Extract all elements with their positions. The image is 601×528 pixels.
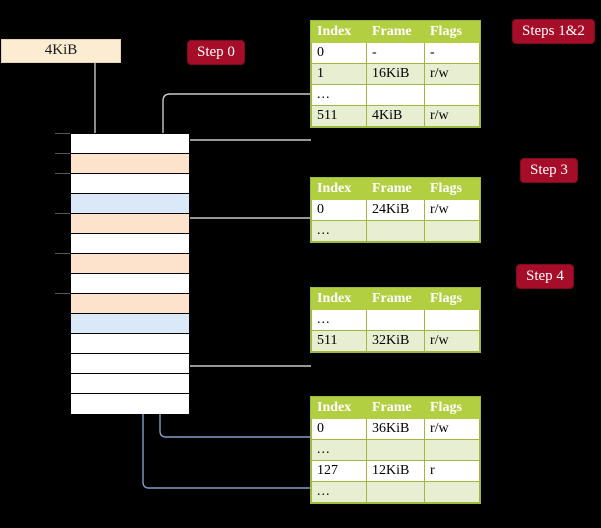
request-size-box: 4KiB bbox=[1, 39, 121, 63]
frame-tick bbox=[55, 253, 70, 254]
level2-page-table: Index Frame Flags ... 511 32KiB r/w bbox=[311, 288, 480, 352]
cell-index: ... bbox=[311, 481, 367, 503]
steps-1-2-label: Steps 1&2 bbox=[513, 20, 594, 43]
frame-tick bbox=[55, 173, 70, 174]
cell-flags bbox=[424, 309, 480, 331]
physical-memory-column bbox=[70, 133, 190, 414]
frame-tick bbox=[55, 293, 70, 294]
memory-frame-6 bbox=[71, 254, 189, 274]
table-row: 0 36KiB r/w bbox=[311, 418, 480, 440]
memory-frame-2 bbox=[71, 174, 189, 194]
memory-frame-4 bbox=[71, 214, 189, 234]
table-header-row: Index Frame Flags bbox=[311, 178, 480, 200]
cell-frame: - bbox=[366, 42, 425, 64]
step-4-label: Step 4 bbox=[517, 265, 573, 288]
cell-flags: r/w bbox=[424, 105, 480, 127]
cell-flags bbox=[424, 439, 480, 461]
column-header-flags: Flags bbox=[424, 21, 480, 43]
table-row: ... bbox=[311, 84, 480, 106]
cell-flags bbox=[424, 84, 480, 106]
column-header-flags: Flags bbox=[424, 397, 480, 419]
cell-frame bbox=[366, 309, 425, 331]
column-header-flags: Flags bbox=[424, 178, 480, 200]
memory-frame-0 bbox=[71, 134, 189, 154]
cell-flags: r/w bbox=[424, 330, 480, 352]
cell-flags bbox=[424, 220, 480, 242]
level4-page-table: Index Frame Flags 0 - - 1 16KiB r/w ... … bbox=[311, 21, 480, 127]
cell-frame: 12KiB bbox=[366, 460, 425, 482]
cell-frame: 16KiB bbox=[366, 63, 425, 85]
cell-flags: - bbox=[424, 42, 480, 64]
cell-frame bbox=[366, 84, 425, 106]
table-row: ... bbox=[311, 481, 480, 503]
column-header-index: Index bbox=[311, 397, 367, 419]
table-row: 1 16KiB r/w bbox=[311, 63, 480, 85]
cell-index: 511 bbox=[311, 105, 367, 127]
column-header-frame: Frame bbox=[366, 288, 425, 310]
cell-index: 511 bbox=[311, 330, 367, 352]
cell-flags: r bbox=[424, 460, 480, 482]
table-header-row: Index Frame Flags bbox=[311, 21, 480, 43]
cell-frame: 4KiB bbox=[366, 105, 425, 127]
cell-index: ... bbox=[311, 220, 367, 242]
table-header-row: Index Frame Flags bbox=[311, 397, 480, 419]
column-header-frame: Frame bbox=[366, 21, 425, 43]
level3-page-table: Index Frame Flags 0 24KiB r/w ... bbox=[311, 178, 480, 242]
frame-tick bbox=[55, 213, 70, 214]
cell-frame: 32KiB bbox=[366, 330, 425, 352]
level1-page-table: Index Frame Flags 0 36KiB r/w ... 127 12… bbox=[311, 397, 480, 503]
table-header-row: Index Frame Flags bbox=[311, 288, 480, 310]
table-row: 511 4KiB r/w bbox=[311, 105, 480, 127]
table-row: 0 24KiB r/w bbox=[311, 199, 480, 221]
column-header-index: Index bbox=[311, 178, 367, 200]
cell-frame: 24KiB bbox=[366, 199, 425, 221]
memory-frame-9 bbox=[71, 314, 189, 334]
cell-index: 0 bbox=[311, 418, 367, 440]
cell-index: ... bbox=[311, 84, 367, 106]
cell-index: 127 bbox=[311, 460, 367, 482]
cell-index: 1 bbox=[311, 63, 367, 85]
cell-index: 0 bbox=[311, 199, 367, 221]
cell-index: 0 bbox=[311, 42, 367, 64]
column-header-index: Index bbox=[311, 288, 367, 310]
cell-frame bbox=[366, 439, 425, 461]
table-row: ... bbox=[311, 220, 480, 242]
frame-tick bbox=[55, 153, 70, 154]
step-0-label: Step 0 bbox=[188, 41, 244, 64]
memory-frame-8 bbox=[71, 294, 189, 314]
cell-flags: r/w bbox=[424, 63, 480, 85]
memory-frame-10 bbox=[71, 334, 189, 354]
frame-tick bbox=[55, 133, 70, 134]
memory-frame-11 bbox=[71, 354, 189, 374]
memory-frame-13 bbox=[71, 394, 189, 414]
cell-flags: r/w bbox=[424, 199, 480, 221]
column-header-frame: Frame bbox=[366, 178, 425, 200]
cell-flags: r/w bbox=[424, 418, 480, 440]
memory-frame-1 bbox=[71, 154, 189, 174]
cell-frame bbox=[366, 220, 425, 242]
column-header-frame: Frame bbox=[366, 397, 425, 419]
memory-frame-3 bbox=[71, 194, 189, 214]
table-row: ... bbox=[311, 309, 480, 331]
memory-frame-7 bbox=[71, 274, 189, 294]
table-row: 127 12KiB r bbox=[311, 460, 480, 482]
column-header-index: Index bbox=[311, 21, 367, 43]
memory-frame-12 bbox=[71, 374, 189, 394]
step-3-label: Step 3 bbox=[521, 159, 577, 182]
table-row: ... bbox=[311, 439, 480, 461]
memory-frame-5 bbox=[71, 234, 189, 254]
column-header-flags: Flags bbox=[424, 288, 480, 310]
cell-flags bbox=[424, 481, 480, 503]
table-row: 0 - - bbox=[311, 42, 480, 64]
cell-index: ... bbox=[311, 309, 367, 331]
cell-frame: 36KiB bbox=[366, 418, 425, 440]
cell-index: ... bbox=[311, 439, 367, 461]
table-row: 511 32KiB r/w bbox=[311, 330, 480, 352]
cell-frame bbox=[366, 481, 425, 503]
